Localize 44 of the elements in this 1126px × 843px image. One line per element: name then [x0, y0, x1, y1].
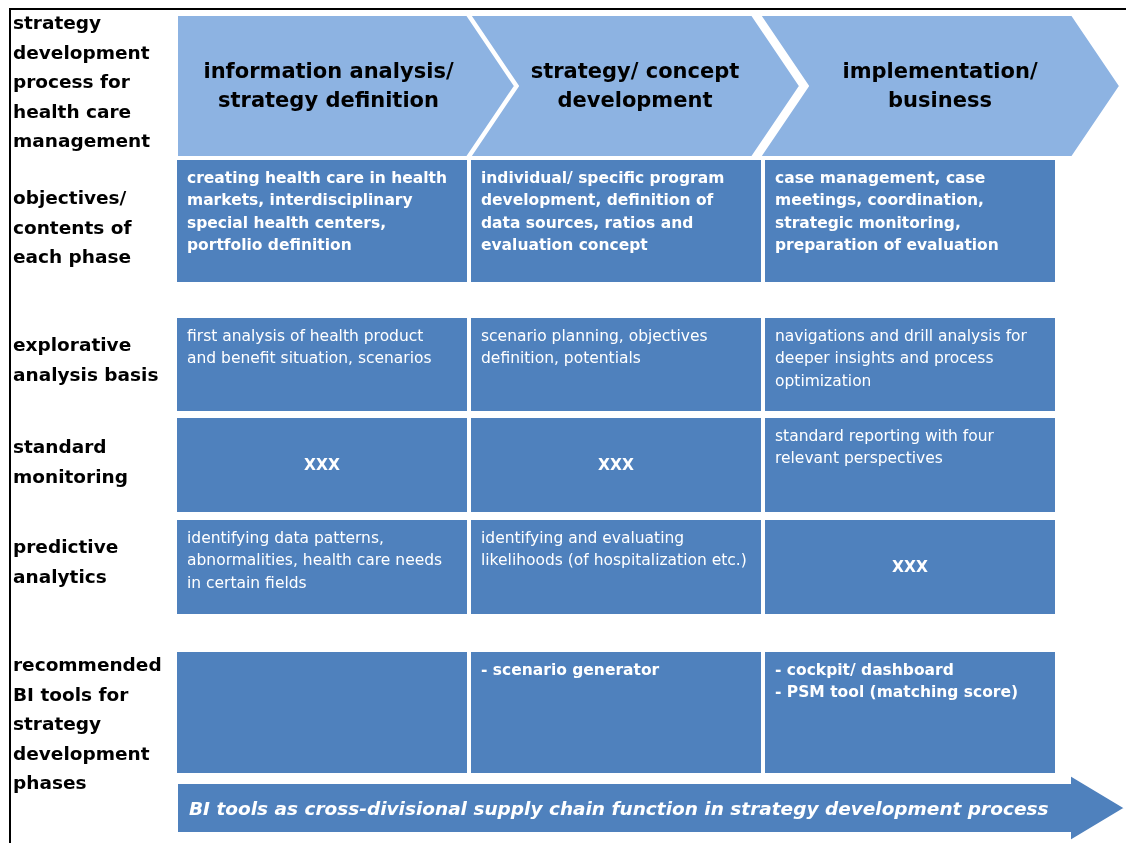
cell-text: individual/ specific program development, definition of data sources, ratios and evaluation concept — [481, 168, 726, 257]
arrow-caption: BI tools as cross-divisional supply chain function in strategy development process — [189, 797, 1049, 819]
cell-text: standard reporting with four relevant perspectives — [775, 426, 995, 470]
cell-text: - scenario generator — [481, 660, 661, 681]
cell-text: scenario planning, objectives definition, potentials — [481, 326, 709, 370]
cell-text: identifying and evaluating likelihoods (of hospitalization etc.) — [481, 528, 748, 572]
phase-title: information analysis/ strategy definition — [202, 57, 455, 114]
row-heading: recommended BI tools for strategy development phases — [13, 653, 163, 796]
content-cell — [177, 160, 467, 282]
empty-cell — [177, 652, 467, 773]
cell-text: case management, case meetings, coordination, strategic monitoring, preparation of evaluation — [775, 168, 1000, 257]
cell-text: identifying data patterns, abnormalities, health care needs in certain fields — [187, 528, 444, 594]
content-cell — [471, 418, 761, 512]
content-cell — [471, 318, 761, 411]
cell-text: - PSM tool (matching score) — [775, 682, 1020, 704]
row-heading: standard monitoring — [13, 435, 129, 489]
phase-title: implementation/ business — [841, 57, 1039, 114]
content-cell — [765, 418, 1055, 512]
content-cell — [765, 160, 1055, 282]
phase-header — [760, 15, 1120, 157]
row-heading: strategy development process for health care management — [13, 11, 152, 154]
row-heading: predictive analytics — [13, 535, 120, 589]
row-heading: explorative analysis basis — [13, 333, 160, 387]
cell-text: XXX — [304, 454, 340, 476]
process-arrow — [177, 775, 1125, 841]
cell-text: creating health care in health markets, interdisciplinary special health centers, portfolio definition — [187, 168, 448, 257]
cell-text: XXX — [892, 556, 928, 578]
phase-header — [470, 15, 800, 157]
content-cell — [177, 418, 467, 512]
content-cell — [177, 520, 467, 614]
content-cell — [177, 318, 467, 411]
content-cell — [471, 520, 761, 614]
content-cell — [765, 318, 1055, 411]
row-heading: objectives/ contents of each phase — [13, 186, 133, 270]
phase-title: strategy/ concept development — [529, 57, 741, 114]
cell-text: navigations and drill analysis for deeper insights and process optimization — [775, 326, 1028, 392]
cell-text: XXX — [598, 454, 634, 476]
content-cell — [765, 520, 1055, 614]
content-cell — [471, 652, 761, 773]
phase-header — [177, 15, 515, 157]
content-cell — [471, 160, 761, 282]
cell-text: - cockpit/ dashboard — [775, 660, 955, 681]
cell-text: first analysis of health product and benefit situation, scenarios — [187, 326, 433, 370]
content-cell — [765, 652, 1055, 773]
